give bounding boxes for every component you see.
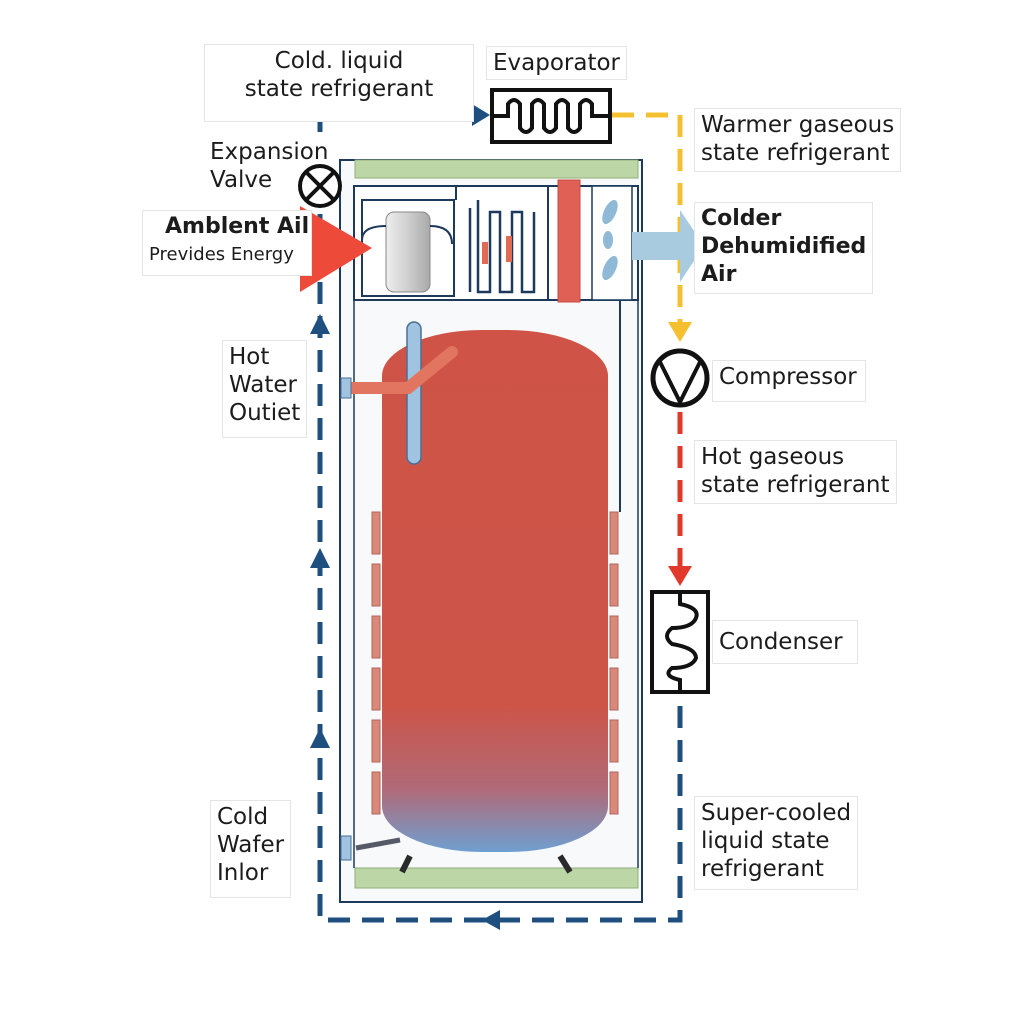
colder-air-arrow	[632, 210, 704, 282]
super-cooled-label: Super-cooled liquid state refrigerant	[694, 796, 859, 890]
compressor-icon	[650, 348, 710, 408]
compressor-label: Compressor	[712, 360, 866, 402]
compressor-unit	[385, 211, 431, 293]
hot-gaseous-label: Hot gaseous state refrigerant	[694, 440, 897, 504]
super-cooled-label-line1: Super-cooled	[701, 800, 852, 826]
bottom-panel	[354, 867, 639, 889]
cold-line-arrow-up3	[310, 728, 330, 748]
cold-liquid-label-line1: Cold. liquid	[274, 48, 404, 74]
expansion-valve-label-line2: Valve	[210, 167, 273, 193]
cold-water-inlet-pipe	[355, 837, 401, 851]
colder-air-label-line1: Colder	[701, 206, 782, 231]
cold-water-inlet-label: Cold Wafer Inlor	[210, 800, 292, 898]
tank-body	[382, 330, 608, 852]
module-internals	[361, 179, 633, 303]
super-cooled-label-line2: liquid state	[701, 828, 830, 854]
cold-water-inlet-label-line2: Wafer	[217, 832, 285, 858]
water-tank	[342, 300, 621, 874]
colder-air-label-line3: Air	[701, 262, 737, 287]
cold-water-inlet-label-line1: Cold	[217, 804, 269, 830]
condenser-coil-icon	[650, 590, 710, 694]
hot-water-outlet-label: Hot Water Outiet	[222, 340, 308, 438]
hot-gaseous-label-line1: Hot gaseous	[701, 444, 845, 470]
super-cooled-label-line3: refrigerant	[701, 856, 824, 882]
warmer-gaseous-label-line2: state refrigerant	[701, 140, 890, 166]
fan-icon	[602, 199, 618, 281]
hot-water-outlet-label-line1: Hot	[229, 344, 270, 370]
warmer-gaseous-label-line1: Warmer gaseous	[701, 112, 895, 138]
cold-liquid-label-line2: state refrigerant	[244, 76, 434, 102]
warm-line-arrow	[668, 322, 692, 342]
expansion-valve-label-line1: Expansion	[210, 139, 329, 165]
colder-air-label: Colder Dehumidified Air	[694, 202, 874, 294]
colder-air-label-line2: Dehumidified	[701, 234, 867, 259]
evaporator-label: Evaporator	[486, 46, 628, 80]
cold-line-arrow-bottom	[482, 910, 500, 930]
heating-element	[557, 179, 581, 303]
hot-water-outlet-label-line3: Outiet	[229, 400, 301, 426]
cold-line-arrow-top	[472, 104, 490, 126]
condenser-label: Condenser	[712, 620, 858, 664]
ambient-air-label-line1: Amblent Ail	[165, 214, 310, 239]
ambient-air-label-line2: Prevides Energy	[149, 244, 294, 265]
top-panel	[354, 159, 639, 179]
coil-tubes	[468, 200, 536, 294]
hot-water-outlet-pipe	[342, 346, 458, 394]
cold-liquid-label: Cold. liquid state refrigerant	[204, 44, 474, 122]
wrap-coil-right	[609, 511, 619, 815]
cold-water-inlet-label-line3: Inlor	[217, 860, 269, 886]
hot-water-outlet-label-line2: Water	[229, 372, 297, 398]
wrap-coil-left	[371, 511, 381, 815]
expansion-valve-icon	[298, 164, 342, 208]
cold-line-arrow-up2	[310, 548, 330, 568]
cold-line-arrow-up1	[310, 314, 330, 334]
expansion-valve-label: Expansion Valve	[204, 136, 334, 196]
warmer-gaseous-label: Warmer gaseous state refrigerant	[694, 108, 902, 172]
ambient-air-label: Amblent Ail Prevides Energy	[142, 210, 313, 276]
hot-gaseous-label-line2: state refrigerant	[701, 472, 890, 498]
evaporator-coil-icon	[490, 88, 612, 144]
hot-line-arrow	[668, 566, 692, 586]
